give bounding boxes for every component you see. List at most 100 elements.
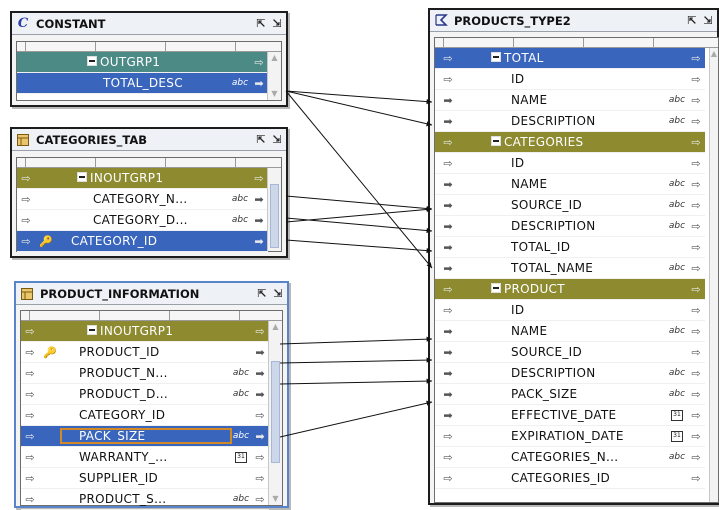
attribute-row[interactable]: ⇨ 🔑 PRODUCT_ID ➡ — [21, 342, 269, 363]
vertical-scrollbar[interactable]: ▲ — [709, 48, 718, 502]
output-arrow-icon[interactable]: ⇨ — [691, 177, 701, 191]
constant-header[interactable]: C CONSTANT ⇱ ⇲ — [12, 13, 286, 35]
scroll-up-icon[interactable]: ▲ — [271, 53, 278, 62]
input-arrow-icon[interactable]: ⇨ — [21, 192, 31, 206]
mapping-line[interactable] — [285, 90, 433, 269]
attribute-row[interactable]: ➡TOTAL_ID⇨ — [435, 237, 705, 258]
scroll-up-icon[interactable]: ▲ — [272, 322, 279, 331]
attribute-row[interactable]: ⇨ SUPPLIER_ID ⇨ — [21, 468, 269, 489]
group-row[interactable]: OUTGRP1 ⇨ — [17, 52, 268, 73]
output-arrow-icon[interactable]: ⇨ — [691, 93, 701, 107]
maximize-icon[interactable]: ⇱ — [256, 132, 266, 146]
output-arrow-icon[interactable]: ⇨ — [691, 324, 701, 338]
collapse-icon[interactable] — [491, 283, 501, 293]
minimize-icon[interactable]: ⇲ — [272, 132, 282, 146]
attribute-row[interactable]: ⇨ WARRANTY_... 31 ⇨ — [21, 447, 269, 468]
input-arrow-icon[interactable]: ⇨ — [443, 429, 453, 443]
output-arrow-icon[interactable]: ⇨ — [691, 345, 701, 359]
mapping-line[interactable] — [279, 338, 433, 345]
output-arrow-icon[interactable]: ⇨ — [691, 72, 701, 86]
input-arrow-icon[interactable]: ➡ — [443, 240, 453, 254]
attribute-row[interactable]: ➡SOURCE_ID⇨ — [435, 342, 705, 363]
output-arrow-icon[interactable]: ➡ — [254, 234, 264, 248]
input-arrow-icon[interactable]: ⇨ — [443, 450, 453, 464]
products-type2-header[interactable]: PRODUCTS_TYPE2 ⇱ ⇲ — [430, 10, 717, 32]
output-arrow-icon[interactable]: ⇨ — [255, 471, 265, 485]
output-arrow-icon[interactable]: ➡ — [254, 192, 264, 206]
input-arrow-icon[interactable]: ➡ — [443, 324, 453, 338]
maximize-icon[interactable]: ⇱ — [257, 286, 267, 300]
attribute-row[interactable]: ⇨ID⇨ — [435, 300, 705, 321]
input-arrow-icon[interactable]: ⇨ — [25, 387, 35, 401]
categories-tab-header[interactable]: CATEGORIES_TAB ⇱ ⇲ — [12, 129, 286, 151]
output-arrow-icon[interactable]: ⇨ — [691, 387, 701, 401]
input-arrow-icon[interactable]: ⇨ — [25, 450, 35, 464]
attribute-row[interactable]: TOTAL_DESC abc ➡ — [17, 73, 268, 94]
input-arrow-icon[interactable]: ⇨ — [443, 156, 453, 170]
mapping-line[interactable] — [285, 90, 433, 126]
mapping-line[interactable] — [279, 401, 433, 438]
output-arrow-icon[interactable]: ⇨ — [691, 408, 701, 422]
input-arrow-icon[interactable]: ⇨ — [25, 471, 35, 485]
mapping-line[interactable] — [279, 380, 433, 385]
attribute-row[interactable]: ⇨ PRODUCT_D... abc ➡ — [21, 384, 269, 405]
input-arrow-icon[interactable]: ⇨ — [443, 282, 453, 296]
attribute-row[interactable]: ⇨ PACK_SIZE abc ➡ — [21, 426, 269, 447]
constant-operator[interactable]: C CONSTANT ⇱ ⇲ OUTGRP1 ⇨ TOTAL_DESC abc … — [10, 11, 288, 107]
output-arrow-icon[interactable]: ⇨ — [691, 51, 701, 65]
attribute-row[interactable]: ⇨ 🔑 CATEGORY_ID ➡ — [17, 231, 268, 252]
input-arrow-icon[interactable]: ⇨ — [443, 72, 453, 86]
mapping-line[interactable] — [285, 195, 433, 210]
collapse-icon[interactable] — [87, 56, 97, 66]
input-arrow-icon[interactable]: ⇨ — [443, 135, 453, 149]
group-row[interactable]: ⇨ INOUTGRP1 ⇨ — [21, 321, 269, 342]
output-arrow-icon[interactable]: ⇨ — [255, 450, 265, 464]
input-arrow-icon[interactable]: ➡ — [443, 345, 453, 359]
attribute-row[interactable]: ⇨ CATEGORY_D... abc ➡ — [17, 210, 268, 231]
input-arrow-icon[interactable]: ➡ — [443, 93, 453, 107]
collapse-icon[interactable] — [77, 172, 87, 182]
scroll-down-icon[interactable]: ▼ — [271, 89, 278, 98]
output-arrow-icon[interactable]: ⇨ — [691, 303, 701, 317]
mapping-line[interactable] — [285, 239, 433, 252]
scroll-thumb[interactable] — [271, 361, 280, 463]
output-arrow-icon[interactable]: ➡ — [255, 429, 265, 443]
scroll-thumb[interactable] — [270, 184, 279, 248]
output-arrow-icon[interactable]: ➡ — [255, 387, 265, 401]
attribute-row[interactable]: ⇨ID⇨ — [435, 153, 705, 174]
output-arrow-icon[interactable]: ⇨ — [691, 261, 701, 275]
output-arrow-icon[interactable]: ⇨ — [254, 55, 264, 69]
vertical-scrollbar[interactable]: ▲ ▼ — [268, 321, 282, 505]
product-information-header[interactable]: PRODUCT_INFORMATION ⇱ ⇲ — [16, 283, 287, 305]
output-arrow-icon[interactable]: ⇨ — [691, 366, 701, 380]
output-arrow-icon[interactable]: ➡ — [255, 345, 265, 359]
output-arrow-icon[interactable]: ⇨ — [255, 408, 265, 422]
input-arrow-icon[interactable]: ⇨ — [25, 492, 35, 506]
input-arrow-icon[interactable]: ➡ — [443, 198, 453, 212]
input-arrow-icon[interactable]: ➡ — [443, 366, 453, 380]
minimize-icon[interactable]: ⇲ — [272, 16, 282, 30]
input-arrow-icon[interactable]: ⇨ — [25, 324, 35, 338]
output-arrow-icon[interactable]: ➡ — [255, 366, 265, 380]
mapping-line[interactable] — [285, 90, 433, 103]
output-arrow-icon[interactable]: ⇨ — [691, 240, 701, 254]
collapse-icon[interactable] — [491, 136, 501, 146]
output-arrow-icon[interactable]: ⇨ — [691, 114, 701, 128]
output-arrow-icon[interactable]: ⇨ — [691, 156, 701, 170]
input-arrow-icon[interactable]: ⇨ — [25, 366, 35, 380]
attribute-row[interactable]: ⇨ PRODUCT_S... abc ⇨ — [21, 489, 269, 510]
output-arrow-icon[interactable]: ➡ — [254, 213, 264, 227]
group-row[interactable]: ⇨PRODUCT⇨ — [435, 279, 705, 300]
collapse-icon[interactable] — [87, 325, 97, 335]
output-arrow-icon[interactable]: ⇨ — [255, 324, 265, 338]
categories-tab-operator[interactable]: CATEGORIES_TAB ⇱ ⇲ ⇨ INOUTGRP1 ⇨ ⇨ CATEG… — [10, 127, 288, 258]
input-arrow-icon[interactable]: ⇨ — [443, 51, 453, 65]
vertical-scrollbar[interactable] — [267, 168, 281, 251]
input-arrow-icon[interactable]: ⇨ — [21, 213, 31, 227]
